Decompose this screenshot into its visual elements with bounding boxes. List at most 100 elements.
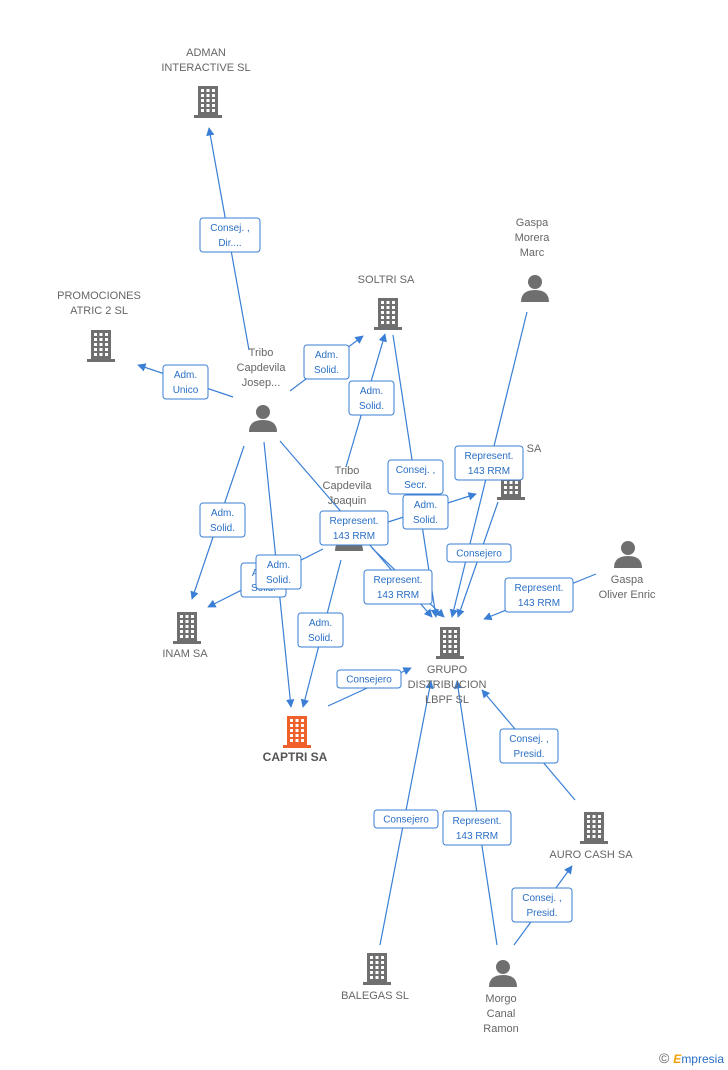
- edge-label-text: Dir....: [218, 238, 241, 249]
- edge-label-tribo_joaquin-to-grupo[interactable]: Represent. 143 RRM: [363, 569, 433, 605]
- edge-label-text: Unico: [173, 385, 199, 396]
- edge-label-text: Consej. ,: [210, 223, 249, 234]
- edge-label-text: Consej. ,: [396, 465, 435, 476]
- node-label: Oliver Enric: [599, 589, 656, 601]
- edge-label-text: Solid.: [314, 365, 339, 376]
- node-label: AURO CASH SA: [549, 849, 633, 861]
- edge-label-text: Solid.: [308, 633, 333, 644]
- edge-label-balegas-to-grupo[interactable]: Consejero: [373, 809, 439, 829]
- building-icon: [374, 298, 402, 330]
- edge-label-text: Solid.: [210, 523, 235, 534]
- node-label: PROMOCIONES: [57, 290, 141, 302]
- building-icon: [283, 716, 311, 748]
- node-label: Tribo: [335, 465, 360, 477]
- edge-label-text: Solid.: [359, 401, 384, 412]
- edge-label-morgo-to-grupo[interactable]: Represent. 143 RRM: [442, 810, 512, 846]
- building-icon: [194, 86, 222, 118]
- edge-label-text: Consejero: [383, 815, 429, 826]
- edge-label-text: Consejero: [346, 675, 392, 686]
- node-inam[interactable]: INAM SA: [162, 612, 208, 660]
- brand-initial: E: [673, 1052, 682, 1066]
- edge-label-tribo_josep-to-promociones[interactable]: Adm. Unico: [162, 364, 209, 400]
- node-label: Marc: [520, 247, 545, 259]
- edge-label-tribo_joaquin-to-sa_hidden[interactable]: Adm.Solid.: [402, 494, 449, 530]
- edge-label-sa_hidden-to-grupo[interactable]: Consejero: [446, 543, 512, 563]
- node-label: SOLTRI SA: [358, 274, 415, 286]
- person-icon: [489, 960, 517, 987]
- brand-name: mpresia: [681, 1052, 724, 1066]
- building-icon: [436, 627, 464, 659]
- edge-label-text: Consej. ,: [509, 734, 548, 745]
- node-tribo_josep[interactable]: TriboCapdevilaJosep...: [237, 347, 287, 432]
- node-label: Gaspa: [611, 574, 644, 586]
- person-icon: [614, 541, 642, 568]
- edge-label-gaspa_oliver-to-grupo[interactable]: Represent. 143 RRM: [504, 577, 574, 613]
- edge-label-text: Adm.: [360, 386, 383, 397]
- node-grupo[interactable]: GRUPO DISTRIBUCION LBPF SL: [408, 627, 487, 706]
- node-auro[interactable]: AURO CASH SA: [549, 812, 633, 861]
- node-label: ATRIC 2 SL: [70, 305, 128, 317]
- node-label: DISTRIBUCION: [408, 679, 487, 691]
- node-label: Capdevila: [323, 480, 373, 492]
- edge-label-soltri-to-grupo[interactable]: Consej. ,Secr.: [387, 459, 444, 495]
- person-icon: [249, 405, 277, 432]
- node-adman[interactable]: ADMAN INTERACTIVE SL: [161, 47, 251, 118]
- edge-label-text: Presid.: [513, 749, 544, 760]
- building-icon: [87, 330, 115, 362]
- node-label: Tribo: [249, 347, 274, 359]
- node-label: INTERACTIVE SL: [161, 62, 250, 74]
- edge-label-text: Adm.: [309, 618, 332, 629]
- node-label: Joaquin: [328, 495, 367, 507]
- edge-label-text: 143 RRM: [518, 598, 560, 609]
- node-label: LBPF SL: [425, 694, 469, 706]
- edge-label-tribo_joaquin-to-soltri[interactable]: Adm. Solid.: [348, 380, 395, 416]
- edge-label-text: Represent.: [453, 816, 502, 827]
- node-label: ADMAN: [186, 47, 226, 59]
- edge-label-tribo_josep-to-grupo[interactable]: Represent.143 RRM: [319, 510, 389, 546]
- node-label: GRUPO: [427, 664, 468, 676]
- edge-label-text: Consej. ,: [522, 893, 561, 904]
- edge-label-text: Represent.: [374, 575, 423, 586]
- edge-label-text: Adm.: [267, 560, 290, 571]
- edge-label-text: Consejero: [456, 549, 502, 560]
- edge-label-captri-to-grupo[interactable]: Consejero: [336, 669, 402, 689]
- node-balegas[interactable]: BALEGAS SL: [341, 953, 409, 1002]
- edge-label-tribo_josep-to-soltri[interactable]: Adm. Solid.: [303, 344, 350, 380]
- edge-label-tribo_joaquin-to-captri[interactable]: Adm. Solid.: [297, 612, 344, 648]
- edge-label-text: Solid.: [266, 575, 291, 586]
- node-label: Ramon: [483, 1023, 518, 1035]
- edge-label-tribo_josep-to-captri[interactable]: Adm. Solid.: [255, 554, 302, 590]
- building-icon: [580, 812, 608, 844]
- edge-label-text: Adm.: [174, 370, 197, 381]
- node-label: CAPTRI SA: [263, 750, 328, 764]
- copyright-symbol: ©: [658, 1050, 670, 1066]
- edge-label-text: Presid.: [526, 908, 557, 919]
- edge-label-text: Solid.: [413, 515, 438, 526]
- edge-label-tribo_josep-to-adman[interactable]: Consej. , Dir....: [199, 217, 261, 253]
- building-icon: [173, 612, 201, 644]
- edge-label-auro-to-grupo[interactable]: Consej. , Presid.: [499, 728, 559, 764]
- edge-label-text: Adm.: [315, 350, 338, 361]
- node-promociones[interactable]: PROMOCIONES ATRIC 2 SL: [57, 290, 141, 362]
- node-label: Gaspa: [516, 217, 549, 229]
- node-soltri[interactable]: SOLTRI SA: [358, 274, 415, 330]
- edge-label-text: Represent.: [515, 583, 564, 594]
- building-icon: [363, 953, 391, 985]
- edge-label-text: Adm.: [211, 508, 234, 519]
- node-label: Morera: [515, 232, 551, 244]
- edge-label-tribo_josep-to-inam[interactable]: Adm. Solid.: [199, 502, 246, 538]
- edge-label-morgo-to-auro[interactable]: Consej. , Presid.: [511, 887, 573, 923]
- edge-label-text: 143 RRM: [456, 831, 498, 842]
- edge-label-text: 143 RRM: [377, 590, 419, 601]
- edge-label-gaspa_morera-to-grupo[interactable]: Represent. 143 RRM: [454, 445, 524, 481]
- node-label: BALEGAS SL: [341, 990, 409, 1002]
- edge-label-text: 143 RRM: [468, 466, 510, 477]
- empresia-watermark: ©Empresia: [659, 1050, 724, 1066]
- edge-label-text: Represent.: [330, 516, 379, 527]
- node-captri[interactable]: CAPTRI SA: [263, 716, 328, 764]
- edge-label-text: Represent.: [465, 451, 514, 462]
